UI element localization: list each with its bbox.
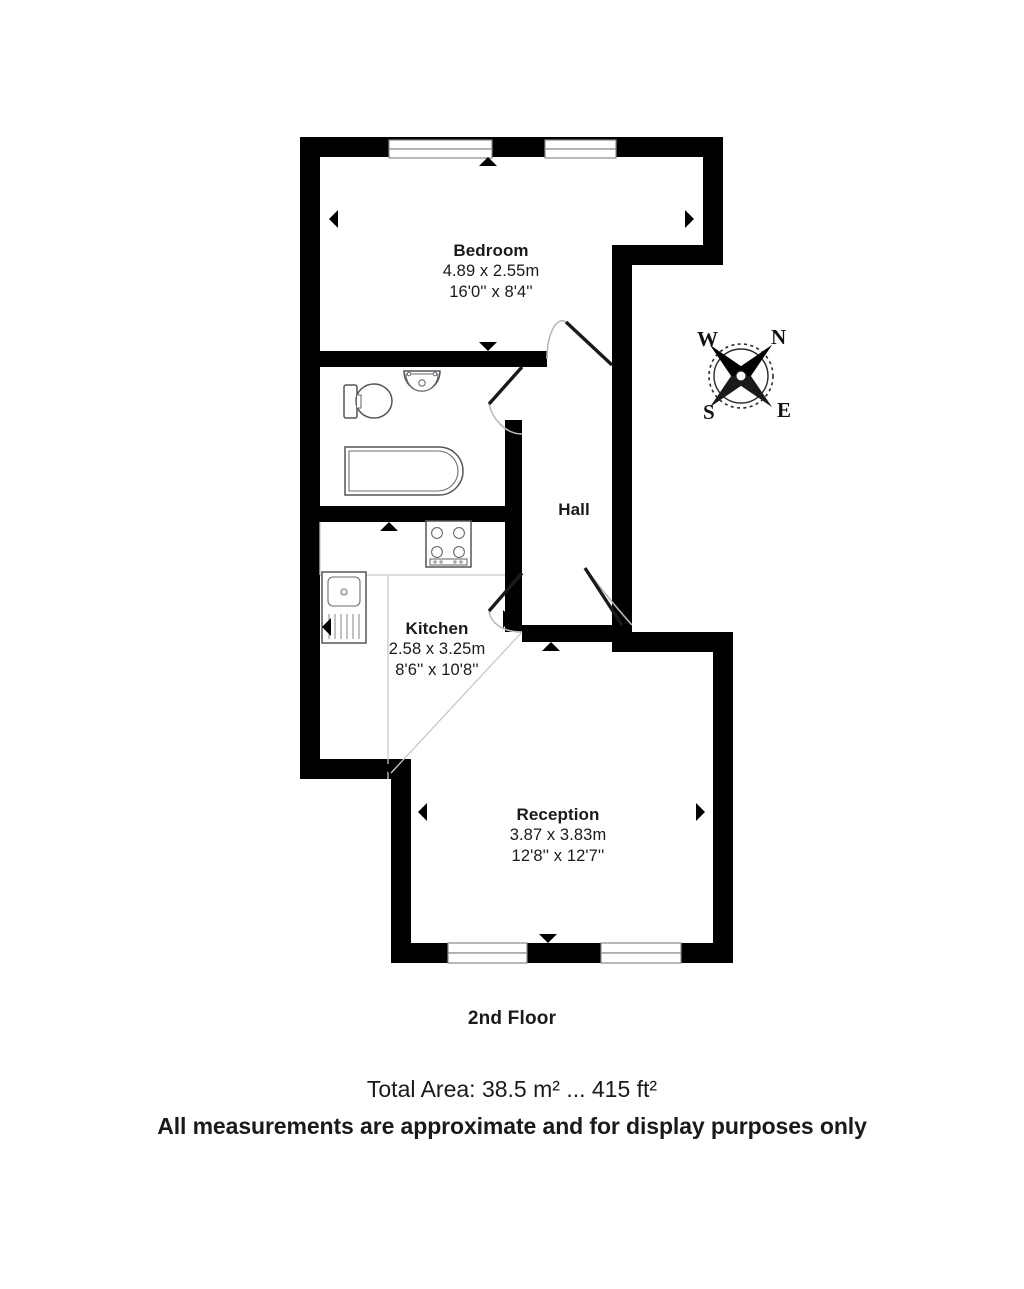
room-dim-metric-reception: 3.87 x 3.83m — [509, 826, 607, 845]
room-dim-imperial-bedroom: 16'0'' x 8'4'' — [449, 282, 533, 301]
kitchen-door — [487, 571, 524, 633]
room-label-hall: Hall — [514, 499, 634, 520]
interior-partitions — [320, 351, 632, 642]
bedroom-window-left — [388, 139, 493, 159]
arrow-bedroom-right — [685, 210, 694, 228]
kitchen-reception-divider — [390, 631, 523, 774]
compass-label-south: S — [703, 400, 715, 424]
room-name-reception: Reception — [516, 805, 600, 824]
arrow-kitchen-bottom — [380, 764, 398, 773]
room-dim-metric-bedroom: 4.89 x 2.55m — [442, 262, 540, 281]
dimension-arrows — [322, 157, 705, 943]
arrow-bedroom-top — [479, 157, 497, 166]
reception-window-right — [600, 942, 682, 964]
total-area-text: Total Area: 38.5 m² ... 415 ft² — [366, 1076, 658, 1102]
door-group — [487, 319, 633, 633]
room-label-bedroom: Bedroom 4.89 x 2.55m 16'0'' x 8'4'' — [351, 240, 631, 302]
arrow-bedroom-bottom — [479, 342, 497, 351]
arrow-kitchen-right — [503, 610, 512, 628]
bathtub-icon — [344, 446, 464, 496]
room-name-bedroom: Bedroom — [453, 241, 529, 260]
arrow-reception-left — [418, 803, 427, 821]
floor-title: 2nd Floor — [467, 1008, 557, 1029]
arrow-reception-top — [542, 642, 560, 651]
disclaimer-text: All measurements are approximate and for… — [157, 1113, 867, 1139]
window-group — [388, 139, 682, 964]
room-dim-imperial-kitchen: 8'6'' x 10'8'' — [395, 660, 479, 679]
arrow-kitchen-top — [380, 522, 398, 531]
compass-rose — [708, 343, 774, 409]
toilet-icon — [343, 383, 393, 419]
compass-label-north: N — [771, 325, 787, 349]
room-name-hall: Hall — [558, 500, 590, 519]
bedroom-window-right — [544, 139, 617, 159]
room-label-reception: Reception 3.87 x 3.83m 12'8'' x 12'7'' — [413, 804, 703, 866]
wash-basin-icon — [403, 370, 441, 392]
hob-icon — [425, 520, 472, 568]
bedroom-door — [546, 319, 614, 367]
compass-label-east: E — [777, 398, 792, 422]
arrow-reception-right — [696, 803, 705, 821]
reception-door — [583, 567, 633, 626]
arrow-kitchen-left — [322, 618, 331, 636]
room-name-kitchen: Kitchen — [405, 619, 469, 638]
arrow-bedroom-left — [329, 210, 338, 228]
arrow-reception-bottom — [539, 934, 557, 943]
wall-outline — [300, 137, 733, 963]
room-label-kitchen: Kitchen 2.58 x 3.25m 8'6'' x 10'8'' — [297, 618, 577, 680]
compass-label-west: W — [697, 327, 718, 351]
room-dim-metric-kitchen: 2.58 x 3.25m — [388, 640, 486, 659]
reception-window-left — [447, 942, 528, 964]
room-dim-imperial-reception: 12'8'' x 12'7'' — [511, 846, 605, 865]
bathroom-door — [487, 365, 524, 435]
